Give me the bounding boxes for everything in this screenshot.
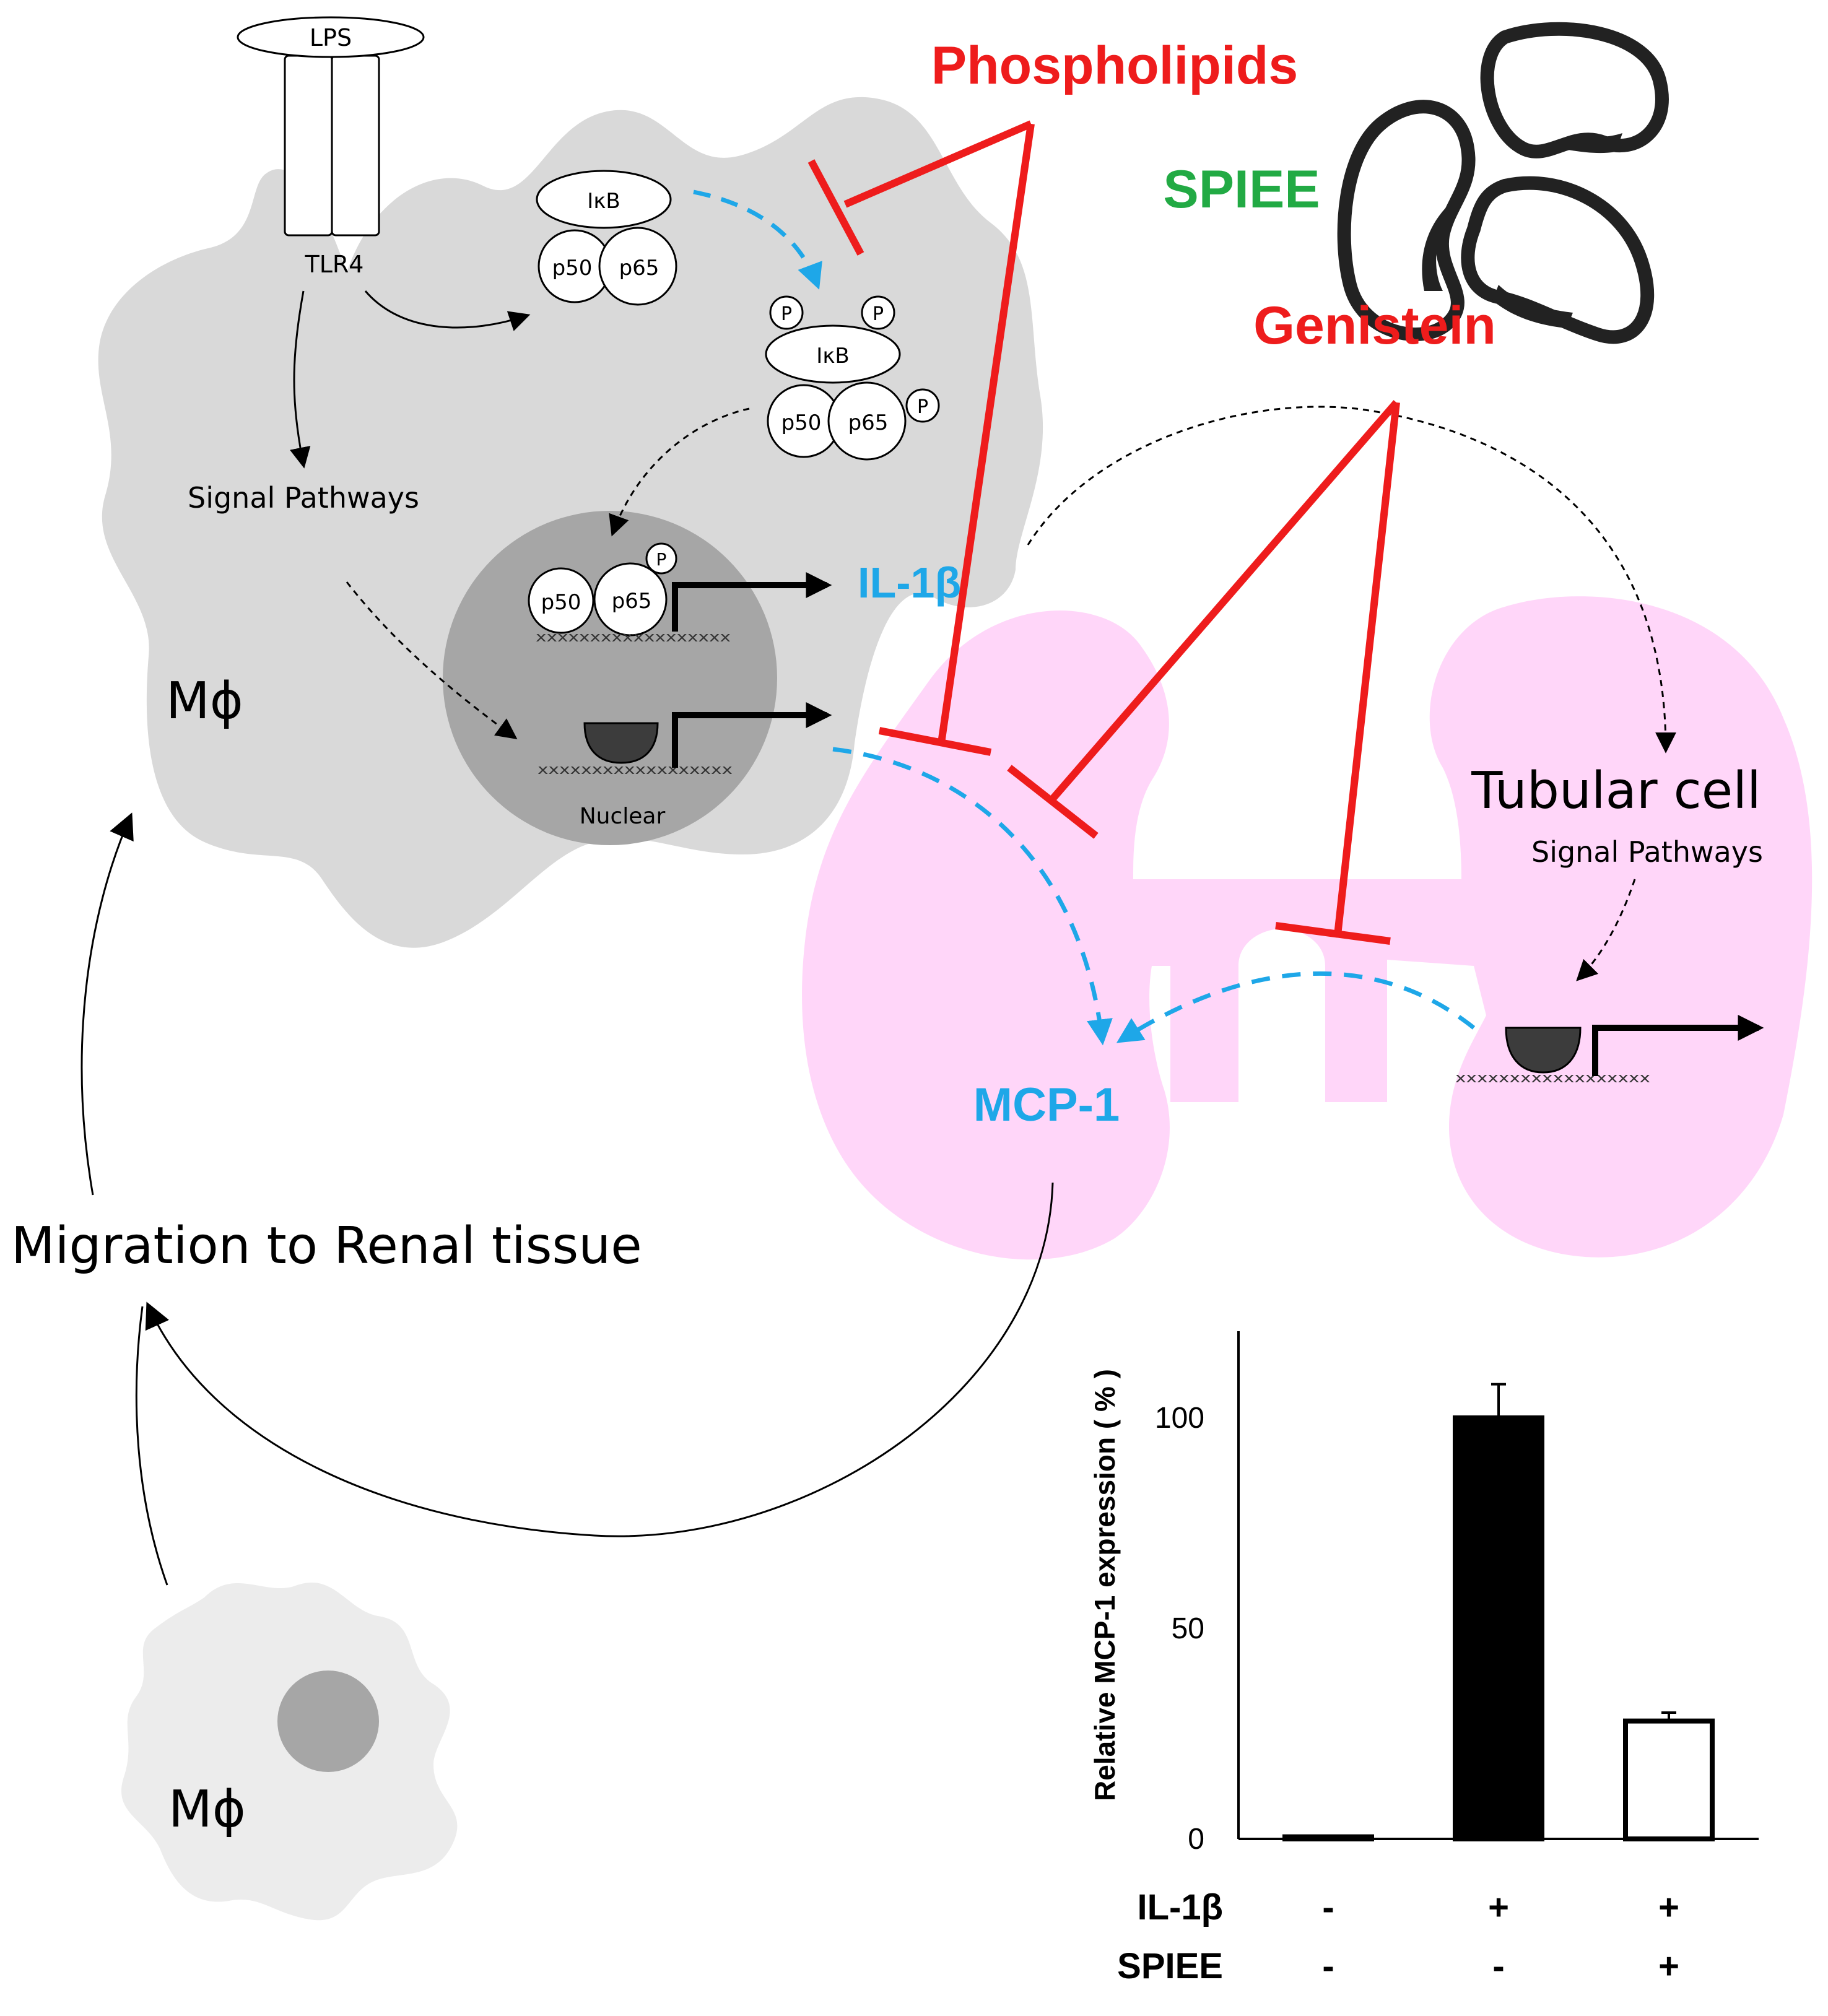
svg-text:p65: p65: [848, 411, 889, 435]
il1b-label: IL-1β: [858, 558, 961, 607]
tubular-to-mcp1-arrow: [1116, 971, 1476, 1043]
chart-y-axis-label: Relative MCP-1 expression ( % ): [1089, 1369, 1121, 1801]
nfkb-complex-phosphorylated: P P IκB p50 p65 P: [765, 295, 940, 461]
tlr4-to-pathways-arrow: [289, 290, 311, 469]
signal-pathways-mac-label: Signal Pathways: [188, 481, 419, 515]
tlr4-label: TLR4: [305, 251, 364, 278]
tubular-pathways-arrow: [1576, 879, 1636, 981]
tubular-transcription-factor: [1505, 1027, 1582, 1074]
chart-y-tick-label: 50: [1172, 1612, 1204, 1645]
spiee-label: SPIEE: [1163, 160, 1320, 219]
il1b-promoter-arrow: [672, 572, 832, 632]
migration-label: Migration to Renal tissue: [11, 1217, 642, 1275]
nuclear-label: Nuclear: [580, 804, 666, 829]
chart-y-tick-label: 100: [1155, 1402, 1204, 1435]
dna-strand-1: xxxxxxxxxxxxxxxxxx: [536, 630, 731, 645]
mcp1-to-migration-arrow: [145, 1182, 1054, 1537]
signal-pathways-tub-label: Signal Pathways: [1531, 835, 1763, 869]
svg-text:IκB: IκB: [816, 344, 849, 368]
transcription-factor-dark: [583, 722, 659, 764]
tlr4-to-nfkb-arrow: [364, 290, 531, 331]
translocation-arrow: [609, 407, 750, 537]
nuclear-promoter-arrow: [672, 702, 832, 768]
dna-strand-2: xxxxxxxxxxxxxxxxxx: [538, 762, 733, 778]
chart-condition-mark: -: [1322, 1946, 1334, 1986]
macrophage-to-tubular-arrow: [1027, 406, 1676, 754]
tlr4-receptor: LPS TLR4: [237, 16, 425, 278]
nucleus: [443, 511, 777, 845]
chart-condition-label: SPIEE: [1117, 1946, 1223, 1986]
chart-bar: [1623, 1718, 1715, 1842]
chart-condition-label: IL-1β: [1137, 1887, 1223, 1927]
il1b-to-mcp1-arrow: [832, 747, 1113, 1046]
svg-text:P: P: [873, 303, 884, 325]
phospholipids-inhibition: [807, 120, 1035, 756]
svg-text:P: P: [781, 303, 792, 325]
chart-bar: [1282, 1834, 1374, 1842]
mcp1-bar-chart: Relative MCP-1 expression ( % ) 0 50 100 I…: [1089, 1331, 1759, 1986]
macrophage-small-nucleus: [277, 1671, 379, 1772]
chart-condition-mark: +: [1658, 1946, 1679, 1986]
svg-text:p50: p50: [552, 256, 593, 280]
nuclear-nfkb: p50 p65 P: [528, 542, 677, 637]
tubular-promoter-arrow: [1592, 1015, 1764, 1076]
tubular-cell-label: Tubular cell: [1471, 762, 1761, 820]
svg-text:P: P: [917, 396, 928, 418]
svg-text:p65: p65: [612, 589, 652, 614]
svg-text:p65: p65: [619, 256, 659, 280]
chart-condition-mark: -: [1492, 1946, 1504, 1986]
genistein-label: Genistein: [1253, 296, 1496, 355]
chart-y-tick-label: 0: [1188, 1823, 1204, 1856]
lps-ellipse: [237, 16, 425, 58]
migration-to-macrophage-arrow: [81, 812, 134, 1196]
genistein-inhibition: [1007, 400, 1400, 945]
chart-bar: [1453, 1415, 1544, 1841]
lps-label: LPS: [310, 24, 352, 51]
chart-condition-mark: +: [1488, 1887, 1509, 1927]
chart-condition-mark: -: [1322, 1887, 1334, 1927]
phospholipids-label: Phospholipids: [931, 36, 1298, 95]
svg-text:p50: p50: [541, 590, 581, 615]
svg-text:IκB: IκB: [587, 189, 620, 214]
mcp1-label: MCP-1: [973, 1079, 1120, 1131]
chart-condition-mark: +: [1658, 1887, 1679, 1927]
macrophage-label: Mϕ: [166, 672, 243, 731]
svg-text:P: P: [656, 549, 667, 570]
svg-text:p50: p50: [781, 411, 822, 435]
pathways-to-nucleus-arrow: [346, 581, 518, 740]
small-mac-to-migration-arrow: [135, 1306, 168, 1586]
nfkb-complex-inactive: IκB p50 p65: [536, 170, 677, 306]
dna-strand-3: xxxxxxxxxxxxxxxxxx: [1455, 1071, 1650, 1086]
macrophage-small-label: Mϕ: [168, 1780, 246, 1839]
